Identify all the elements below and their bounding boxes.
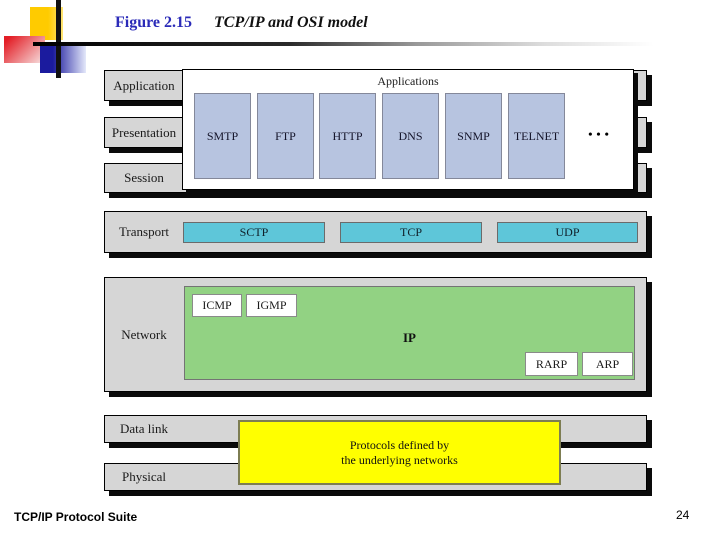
ip-label: IP bbox=[403, 330, 416, 345]
underlying-networks-note: Protocols defined by the underlying netw… bbox=[238, 420, 561, 485]
note-line-2: the underlying networks bbox=[341, 452, 458, 467]
layer-label-transport: Transport bbox=[118, 224, 170, 239]
protocol-box-snmp: SNMP bbox=[445, 93, 502, 179]
applications-title: Applications bbox=[377, 74, 439, 88]
page-number: 24 bbox=[676, 508, 690, 522]
note-line-1: Protocols defined by bbox=[349, 437, 450, 452]
footer-title: TCP/IP Protocol Suite bbox=[14, 510, 138, 524]
transport-box-sctp: SCTP bbox=[183, 222, 325, 243]
more-protocols-ellipsis: ••• bbox=[588, 127, 613, 141]
figure-title: TCP/IP and OSI model bbox=[214, 14, 368, 31]
logo-blue-square bbox=[40, 46, 86, 73]
applications-box: Applications SMTP FTP HTTP DNS SNMP TELN… bbox=[182, 69, 634, 190]
layer-label-physical: Physical bbox=[121, 469, 167, 484]
protocol-box-icmp: ICMP bbox=[192, 294, 242, 317]
protocol-box-http: HTTP bbox=[319, 93, 376, 179]
protocol-box-rarp: RARP bbox=[525, 352, 578, 376]
transport-box-udp: UDP bbox=[497, 222, 638, 243]
header-divider bbox=[33, 42, 673, 46]
layer-label-network: Network bbox=[121, 326, 167, 342]
slide-header: Figure 2.15 TCP/IP and OSI model bbox=[115, 14, 368, 32]
protocol-box-igmp: IGMP bbox=[246, 294, 297, 317]
protocol-box-smtp: SMTP bbox=[194, 93, 251, 179]
protocol-box-dns: DNS bbox=[382, 93, 439, 179]
layer-label-session: Session bbox=[124, 170, 164, 185]
layer-label-data-link: Data link bbox=[119, 421, 168, 436]
protocol-box-ftp: FTP bbox=[257, 93, 314, 179]
logo-red-square bbox=[4, 36, 45, 63]
protocol-box-telnet: TELNET bbox=[508, 93, 565, 179]
layer-label-application: Application bbox=[113, 77, 175, 93]
logo-vertical-line bbox=[56, 0, 61, 78]
network-ip-box: ICMP IGMP IP RARP ARP bbox=[184, 286, 635, 380]
protocol-box-arp: ARP bbox=[582, 352, 633, 376]
figure-label: Figure 2.15 bbox=[115, 14, 193, 31]
layer-label-presentation: Presentation bbox=[111, 124, 177, 140]
transport-box-tcp: TCP bbox=[340, 222, 482, 243]
